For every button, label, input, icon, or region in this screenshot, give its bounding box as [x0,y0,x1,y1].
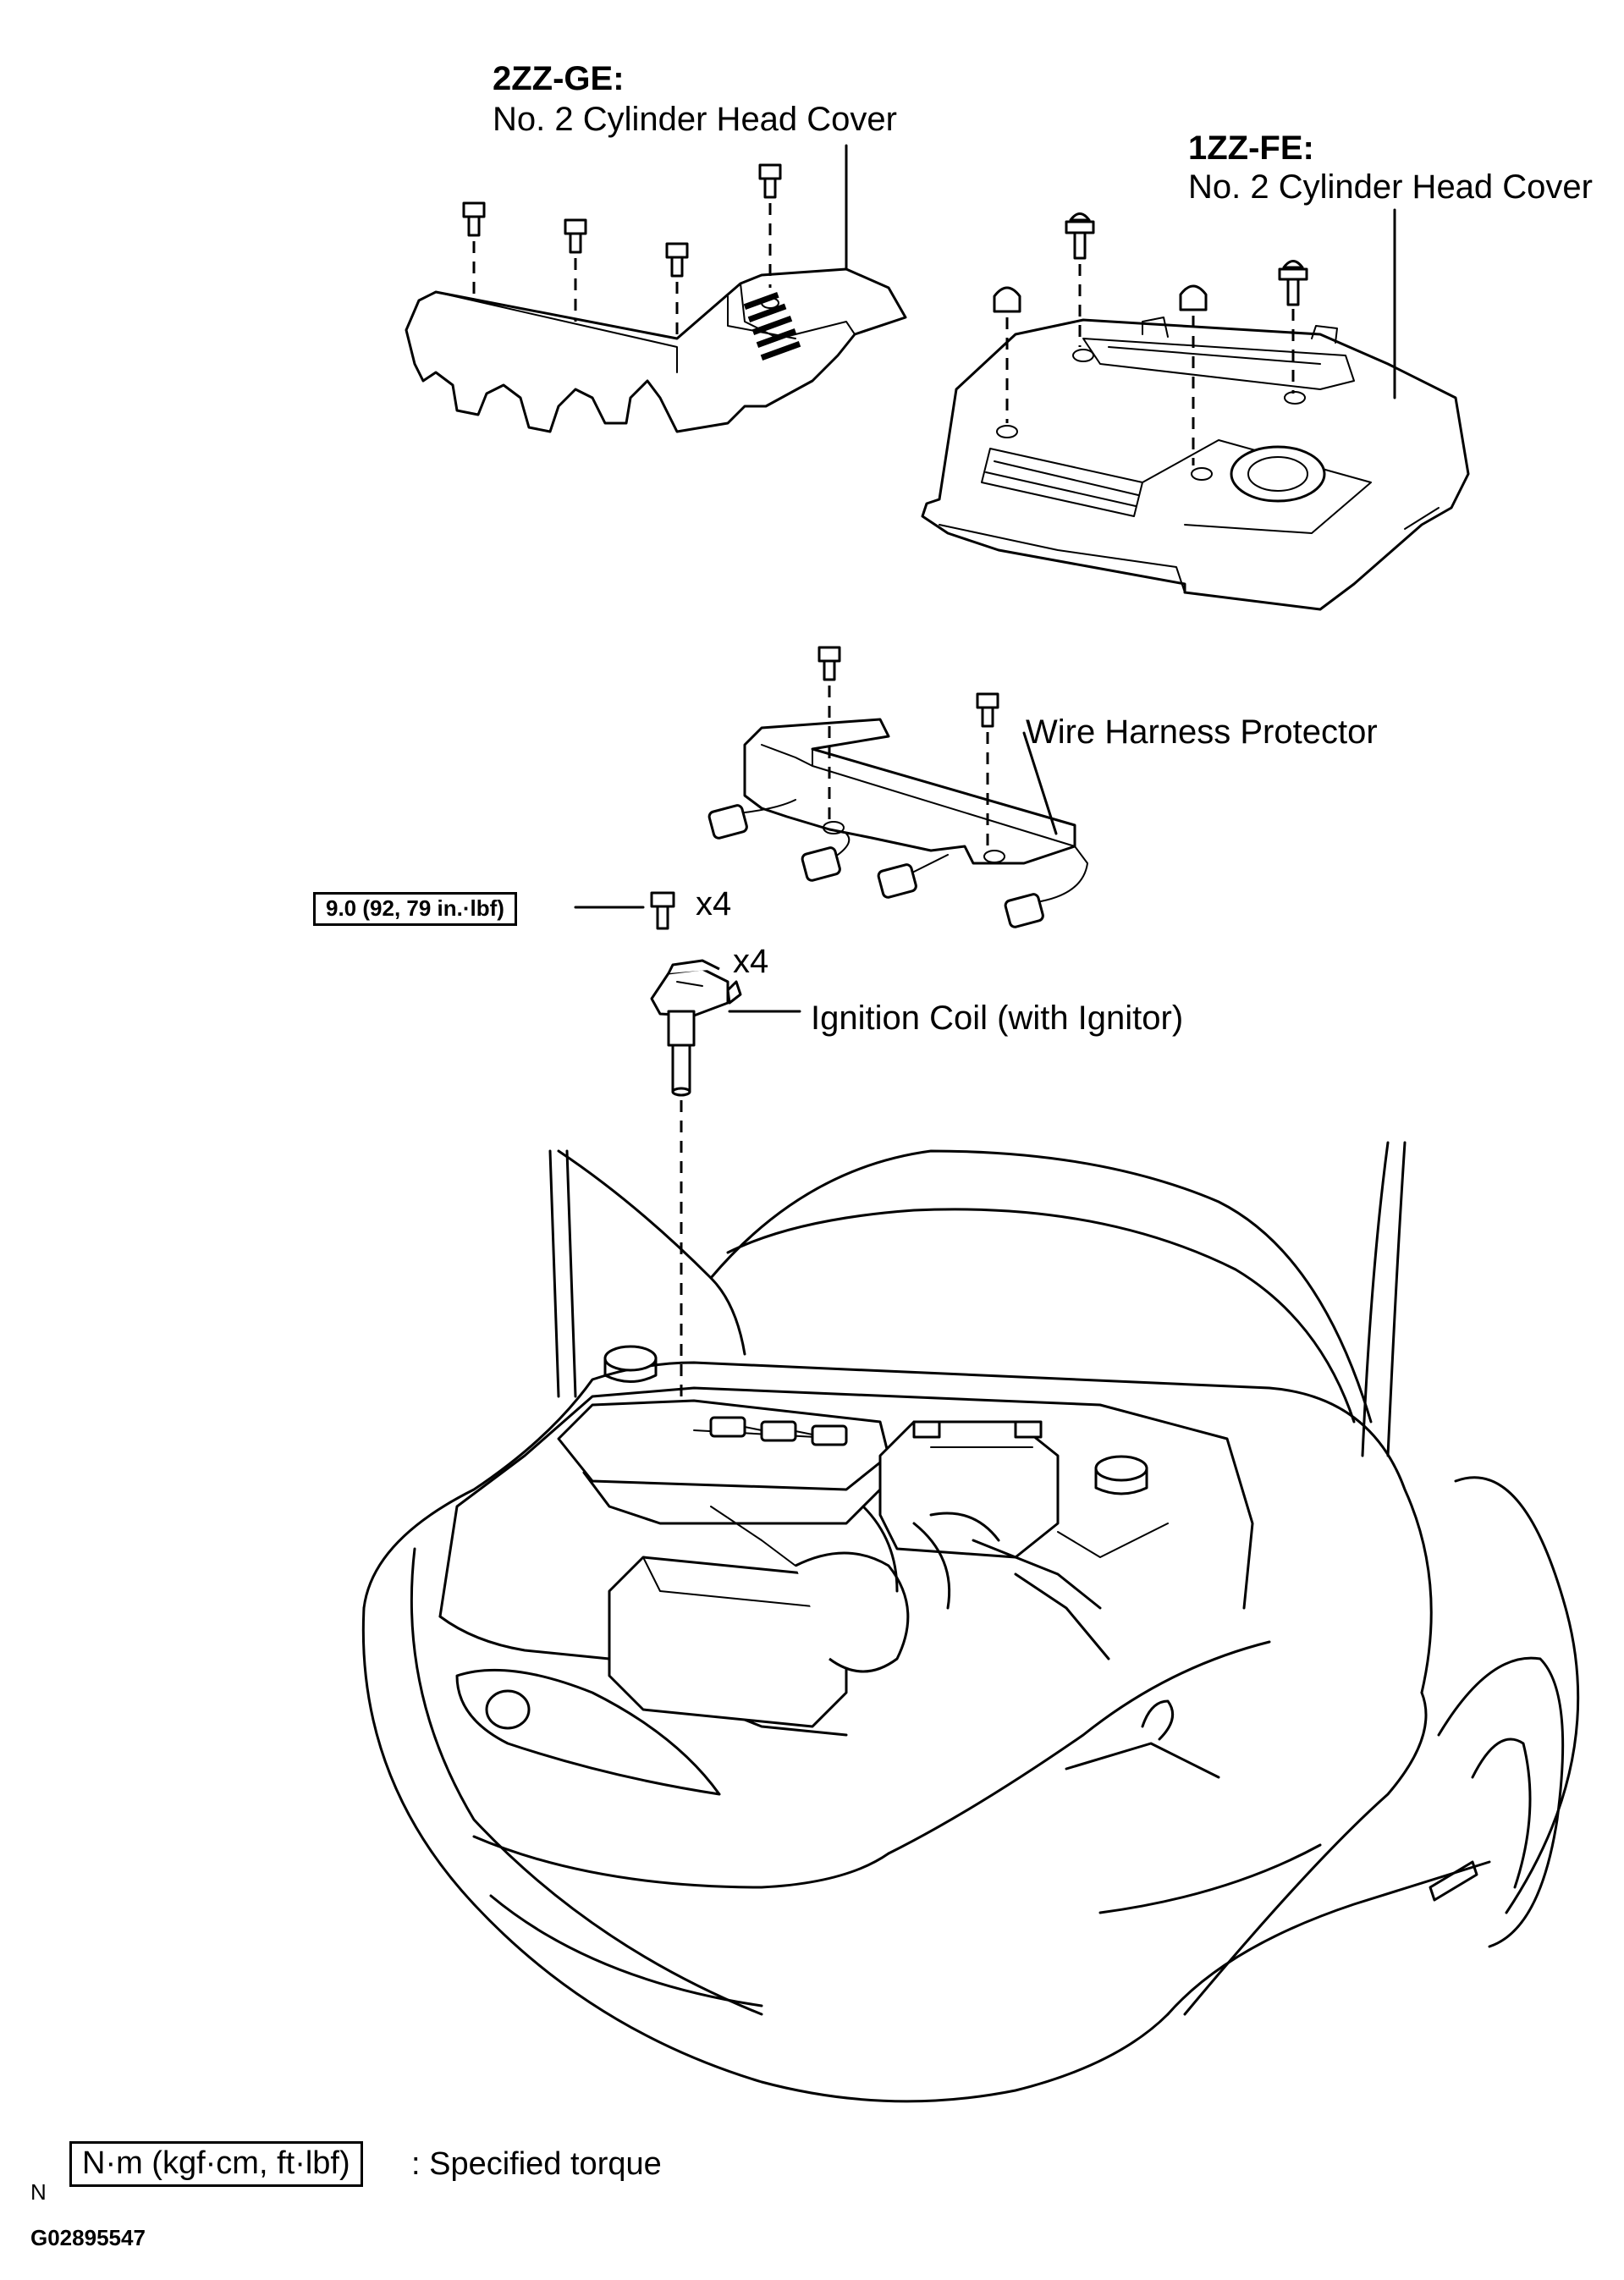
torque-spec-box: 9.0 (92, 79 in.·lbf) [313,892,517,926]
1zz-fe-fasteners [993,212,1308,465]
label-wire-harness-protector: Wire Harness Protector [1026,713,1378,751]
2zz-ge-head-cover [405,267,907,433]
leader-harness [1022,731,1058,835]
figure-code: G02895547 [30,2225,146,2250]
engine-label-2zz-ge: 2ZZ-GE: [493,60,625,97]
corner-letter: N [30,2179,47,2205]
1zz-fe-head-cover [921,317,1470,611]
engine-bay [438,1345,1254,1737]
label-2zz-ge-cover: No. 2 Cylinder Head Cover [493,101,897,138]
coil-quantity: x4 [733,943,769,980]
harness-bolts [818,646,999,851]
bolt-quantity: x4 [696,885,732,922]
label-ignition-coil: Ignition Coil (with Ignitor) [811,1000,1184,1037]
ignition-coil [650,959,742,1097]
legend-unit-box: N·m (kgf·cm, ft·lbf) [69,2141,363,2187]
vehicle-front [361,1141,1580,2103]
2zz-ge-bolts [462,163,782,343]
engine-label-1zz-fe: 1ZZ-FE: [1188,129,1314,167]
coil-bolt [650,891,675,930]
label-1zz-fe-cover: No. 2 Cylinder Head Cover [1188,168,1593,206]
legend-description: : Specified torque [411,2146,662,2182]
wire-harness-protector [707,718,1088,928]
